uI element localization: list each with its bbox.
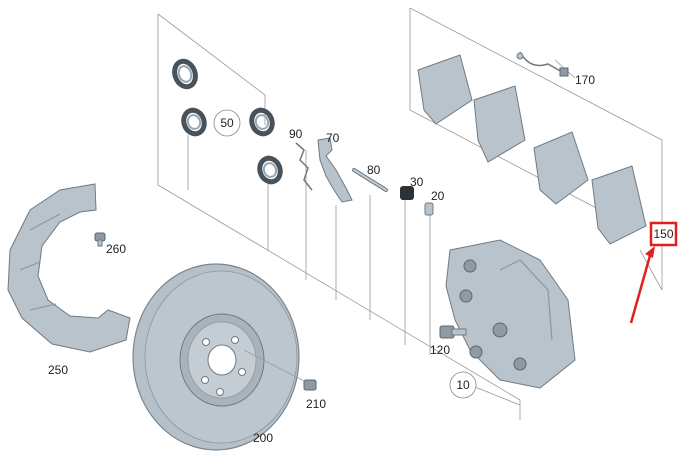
piston-seal-lower-right	[257, 155, 283, 185]
seal-group-frame	[157, 13, 521, 420]
pad-holder-70	[317, 137, 353, 203]
cap-30	[400, 186, 414, 200]
callout-170-label[interactable]: 170	[575, 73, 595, 87]
callout-260-label[interactable]: 260	[106, 242, 126, 256]
callout-80-label[interactable]: 80	[367, 163, 381, 177]
callout-10[interactable]: 10	[449, 371, 477, 399]
brake-disc-200	[132, 263, 300, 451]
callout-10-label: 10	[456, 378, 470, 392]
callout-200-label[interactable]: 200	[253, 431, 273, 445]
disc-screw-210	[243, 349, 317, 391]
callout-30-label[interactable]: 30	[410, 175, 424, 189]
piston-seal-upper-right	[249, 107, 275, 137]
brake-pad-4	[591, 165, 647, 245]
callout-70-label[interactable]: 70	[326, 131, 340, 145]
callout-50-label: 50	[220, 116, 234, 130]
brake-pad-2	[473, 85, 526, 163]
callout-150-label: 150	[653, 227, 673, 241]
wear-sensor-170	[516, 51, 569, 77]
callout-90-label[interactable]: 90	[289, 127, 303, 141]
brake-pad-3	[533, 131, 589, 205]
callout-250-label[interactable]: 250	[48, 363, 68, 377]
caliper-bolt-120	[439, 325, 467, 339]
callout-120-label[interactable]: 120	[430, 343, 450, 357]
brake-pad-1	[417, 54, 473, 125]
screw-260	[94, 232, 106, 247]
callout-50[interactable]: 50	[213, 109, 241, 137]
callout-210-label[interactable]: 210	[306, 397, 326, 411]
guide-pin-80	[352, 168, 388, 192]
piston-seal-lower-left	[181, 107, 207, 137]
bleeder-screw-20	[424, 202, 434, 216]
brake-caliper	[445, 239, 576, 389]
splash-shield-250	[7, 183, 131, 353]
piston-seal-upper-left	[172, 58, 198, 90]
highlight-arrow	[629, 246, 655, 324]
callout-20-label[interactable]: 20	[431, 189, 445, 203]
spring-clip-90	[295, 142, 313, 191]
callout-150[interactable]: 150	[649, 221, 678, 247]
